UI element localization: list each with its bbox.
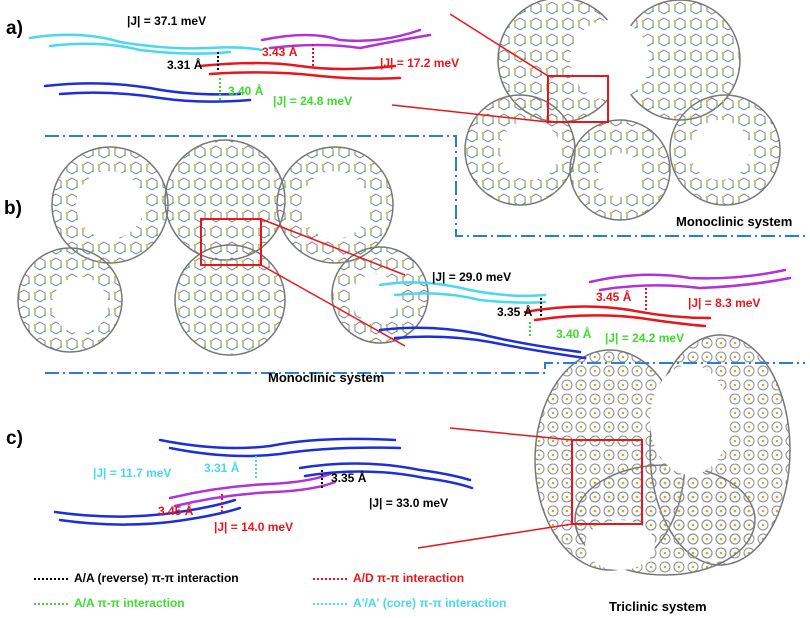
a-distance-red: 3.43 Å	[262, 45, 298, 59]
molecules-b	[378, 268, 792, 360]
panel-label-a: a)	[6, 18, 23, 39]
c-system-label: Triclinic system	[609, 599, 707, 614]
c-distance-cyan: 3.31 Å	[204, 461, 240, 475]
panel-dividers	[45, 135, 805, 374]
b-distance-red: 3.45 Å	[596, 290, 632, 304]
a-system-label: Monoclinic system	[676, 214, 793, 229]
b-j-blue-red: |J| = 24.2 meV	[605, 331, 685, 345]
legend-black-swatch	[34, 577, 68, 580]
b-distance-green: 3.40 Å	[556, 327, 592, 341]
panel-label-c: c)	[6, 428, 23, 449]
legend-green: A/A π-π interaction	[34, 596, 185, 610]
legend-green-text: A/A π-π interaction	[74, 596, 185, 610]
zoom-box-c	[571, 439, 643, 525]
legend-green-swatch	[34, 602, 68, 605]
legend-red: A/D π-π interaction	[313, 571, 464, 585]
a-j-red-magenta: |J| = 17.2 meV	[380, 56, 460, 70]
interaction-lines-b	[529, 288, 647, 338]
legend-black-text: A/A (reverse) π-π interaction	[74, 571, 239, 585]
legend-red-swatch	[313, 577, 347, 580]
network-monoclinic-a	[464, 0, 781, 221]
b-j-cyan-blue: |J| = 29.0 meV	[432, 270, 512, 284]
legend-cyan-text: A'/A' (core) π-π interaction	[353, 596, 507, 610]
zoom-box-b	[200, 218, 262, 266]
interaction-lines-a	[217, 44, 314, 100]
legend-red-text: A/D π-π interaction	[353, 571, 465, 585]
b-j-red-magenta: |J| = 8.3 meV	[688, 296, 761, 310]
legend-cyan: A'/A' (core) π-π interaction	[313, 596, 506, 610]
interaction-lines-c	[221, 456, 323, 514]
c-distance-black: 3.35 Å	[331, 471, 367, 485]
b-distance-black: 3.35 Å	[497, 305, 533, 319]
a-j-cyan-blue: |J| = 37.1 meV	[127, 14, 207, 28]
b-system-label: Monoclinic system	[268, 370, 385, 385]
a-distance-black: 3.31 Å	[167, 58, 203, 72]
molecules-a	[28, 28, 432, 103]
a-j-blue-red: |J| = 24.8 meV	[273, 94, 353, 108]
c-j-black: |J| = 33.0 meV	[369, 496, 449, 510]
legend-cyan-swatch	[313, 602, 347, 605]
legend-black: A/A (reverse) π-π interaction	[34, 571, 239, 585]
zoom-box-a	[547, 75, 609, 123]
network-monoclinic-b	[17, 139, 429, 356]
c-j-cyan: |J| = 11.7 meV	[93, 466, 172, 480]
c-distance-red: 3.45 Å	[158, 504, 194, 518]
network-triclinic-c	[534, 334, 791, 576]
c-j-red: |J| = 14.0 meV	[214, 520, 294, 534]
panel-label-b: b)	[4, 198, 22, 219]
a-distance-green: 3.40 Å	[228, 84, 264, 98]
molecules-c	[53, 437, 474, 526]
zoom-lines	[260, 13, 573, 549]
